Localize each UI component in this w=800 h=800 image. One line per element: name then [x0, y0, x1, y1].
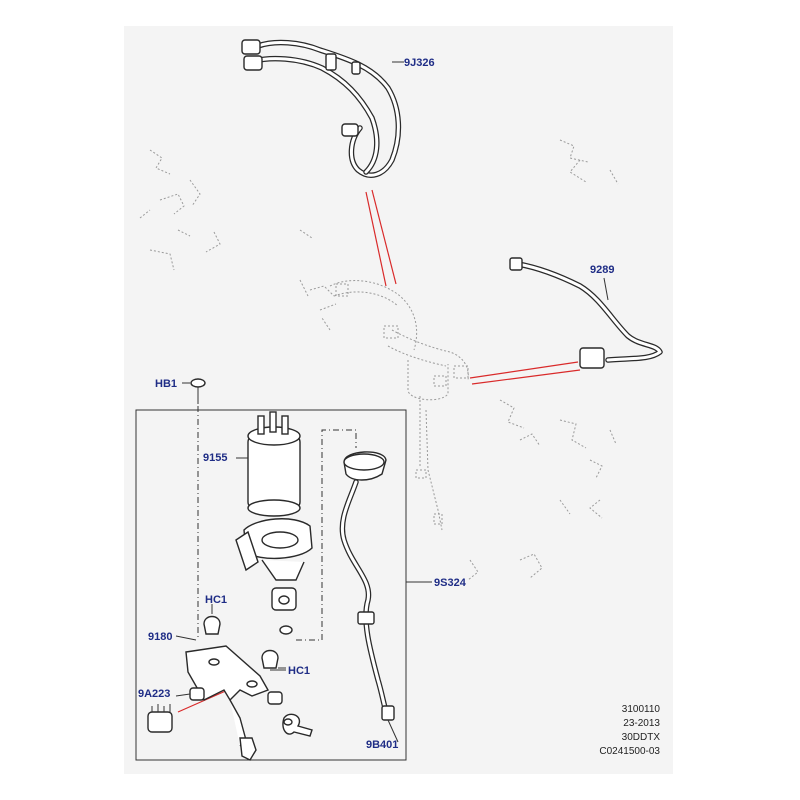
- label-9155: 9155: [203, 452, 227, 464]
- reference-line-3: 30DDTX: [622, 732, 661, 743]
- label-9A223: 9A223: [138, 688, 170, 700]
- label-HC1-upper: HC1: [205, 594, 227, 606]
- bolt-HB1[interactable]: [182, 378, 206, 404]
- clip-HC1-lower[interactable]: [261, 649, 286, 669]
- filter-bracket[interactable]: [235, 518, 313, 581]
- ghost-background-outlines: [139, 139, 619, 581]
- label-9B401: 9B401: [366, 739, 398, 751]
- reference-line-1: 3100110: [622, 704, 661, 715]
- label-9180: 9180: [148, 631, 172, 643]
- clip-HC1-upper[interactable]: [203, 604, 221, 635]
- drain-valve[interactable]: [271, 587, 297, 635]
- exploded-view-box: [135, 409, 407, 761]
- label-9J326: 9J326: [404, 57, 435, 69]
- label-HC1-lower: HC1: [288, 665, 310, 677]
- reference-line-4: C0241500-03: [599, 746, 660, 757]
- leader-9289: [603, 277, 609, 301]
- drain-hose-9S324[interactable]: [339, 451, 395, 721]
- reference-line-2: 23-2013: [623, 718, 660, 729]
- reference-block: 3100110 23-2013 30DDTX C0241500-03: [599, 704, 660, 757]
- connector-9B401[interactable]: [239, 713, 313, 761]
- grommets-9A223[interactable]: [147, 687, 283, 733]
- label-HB1: HB1: [155, 378, 177, 390]
- fuel-pipe-9289[interactable]: [509, 257, 663, 369]
- assembled-view-outline: [329, 280, 469, 531]
- label-9289: 9289: [590, 264, 614, 276]
- connector-dashline: [296, 429, 357, 641]
- fuel-filter-9155[interactable]: [236, 411, 301, 517]
- leader-9B401: [387, 719, 399, 743]
- label-9S324: 9S324: [434, 577, 467, 589]
- fuel-pipe-9J326[interactable]: [241, 39, 402, 178]
